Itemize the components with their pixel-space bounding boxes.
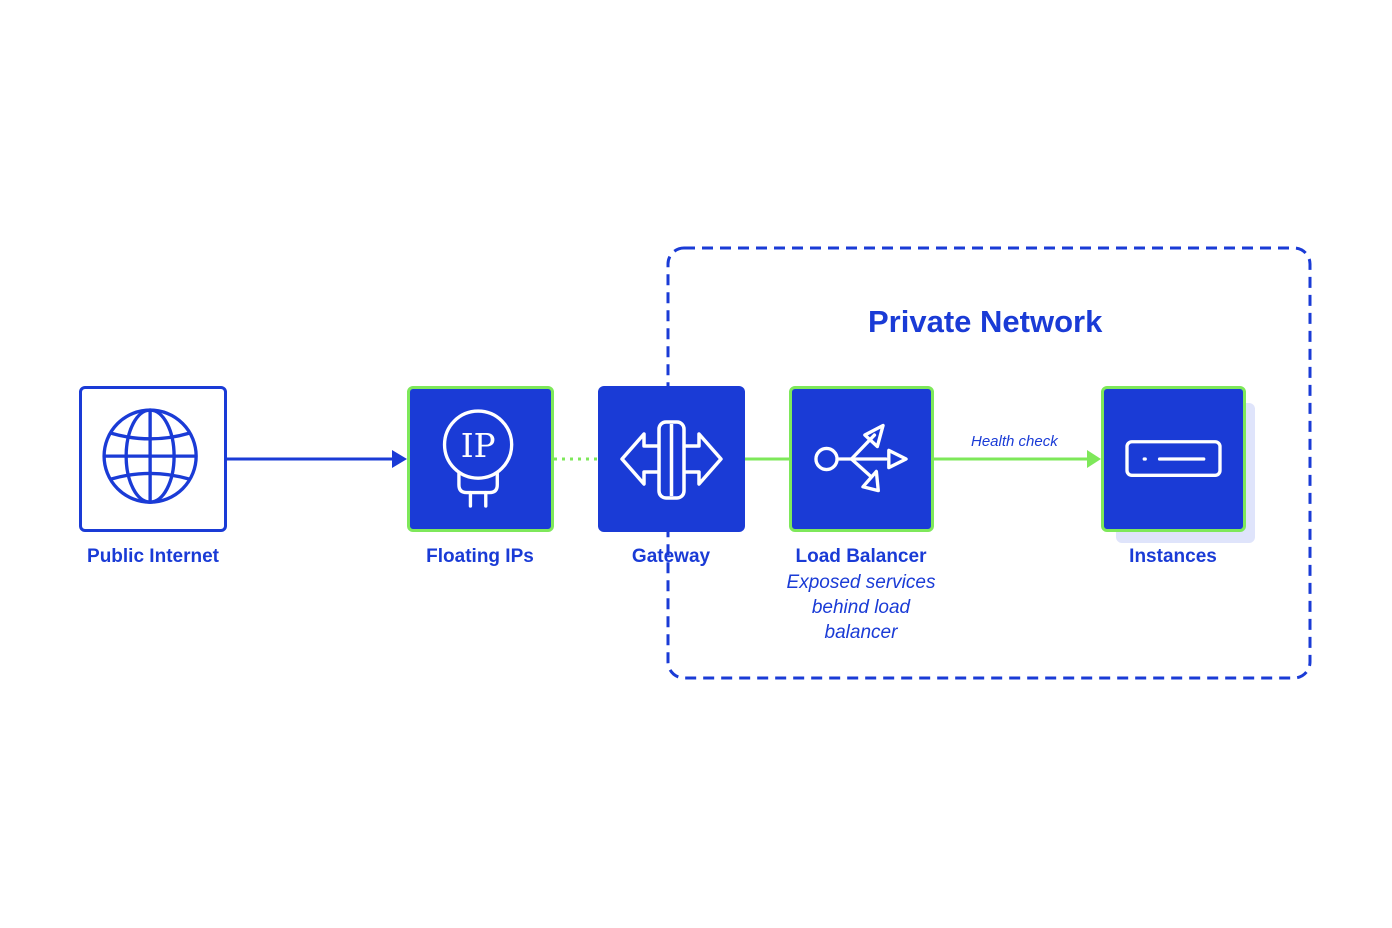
load-balancer-node[interactable] xyxy=(789,386,934,532)
ip-bulb-icon: IP xyxy=(442,409,514,508)
public-internet-label: Public Internet xyxy=(87,546,219,567)
load-balancer-icon xyxy=(814,423,908,493)
health-check-label: Health check xyxy=(971,433,1058,450)
load-balancer-label: Load Balancer xyxy=(795,546,927,567)
arrowhead-floating-ips xyxy=(392,450,407,468)
private-network-title: Private Network xyxy=(868,304,1103,339)
ip-bulb-text: IP xyxy=(461,427,496,465)
load-balancer-description: Exposed services behind load balancer xyxy=(786,572,936,643)
globe-icon xyxy=(102,408,198,504)
floating-ips-label: Floating IPs xyxy=(426,546,534,567)
public-internet-node[interactable] xyxy=(79,386,227,532)
gateway-label: Gateway xyxy=(631,546,711,567)
floating-ips-node[interactable]: IP xyxy=(407,386,554,532)
gateway-node[interactable] xyxy=(598,386,745,532)
instances-label: Instances xyxy=(1129,546,1217,567)
arrowhead-instances xyxy=(1087,450,1101,468)
gateway-arrows-icon xyxy=(620,420,723,500)
server-instance-icon xyxy=(1125,440,1222,477)
instances-node[interactable] xyxy=(1101,386,1255,543)
